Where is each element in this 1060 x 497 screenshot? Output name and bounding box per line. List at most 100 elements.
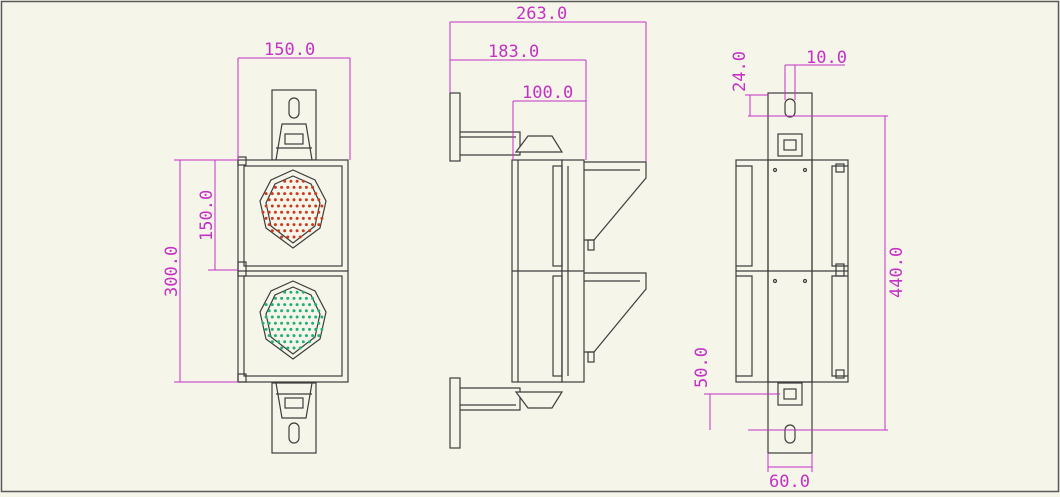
red-led-dot [270, 229, 274, 233]
red-led-dot [301, 204, 305, 208]
green-led-dot [295, 327, 299, 331]
red-led-dot [301, 192, 305, 196]
green-led-dot [286, 321, 290, 325]
red-led-dot [283, 192, 287, 196]
red-led-dot [277, 192, 280, 196]
green-led-dot [280, 309, 284, 313]
green-led-dot [298, 296, 302, 300]
green-led-dot [286, 334, 290, 338]
side-top-wall-plate [449, 92, 461, 162]
red-led-dot [270, 204, 274, 208]
green-led-dot [292, 321, 296, 325]
red-led-dot [273, 198, 277, 202]
red-led-dot [308, 192, 311, 196]
green-led-dot [270, 315, 274, 319]
red-led-dot [283, 229, 287, 233]
green-led-dot [298, 321, 302, 325]
red-led-dot [289, 179, 293, 183]
green-led-dot [301, 303, 305, 307]
red-led-dot [277, 204, 280, 208]
red-led-dot [277, 229, 280, 233]
top-visor [584, 161, 647, 241]
green-led-dot [295, 290, 299, 294]
green-led-dot [301, 290, 305, 294]
red-led-dot [301, 216, 305, 220]
green-led-dot [317, 309, 321, 313]
green-led-dot [283, 340, 287, 344]
rear-mounting-bar [767, 92, 813, 454]
red-led-dot [292, 235, 296, 239]
green-led-dot [320, 315, 324, 319]
red-led-dot [286, 235, 290, 239]
green-led-dot [283, 327, 287, 331]
green-led-dot [273, 321, 277, 325]
green-led-dot [311, 334, 315, 338]
red-led-dot [311, 185, 315, 189]
green-led-dot [292, 346, 296, 350]
red-led-dot [286, 198, 290, 202]
rear-dimensions [704, 64, 888, 472]
red-led-dot [311, 223, 315, 227]
red-led-dot [295, 204, 299, 208]
green-led-dot [286, 309, 290, 313]
green-led-dot [308, 327, 311, 331]
red-led-dot [267, 198, 271, 202]
red-led-dot [317, 223, 321, 227]
green-led-dot [270, 327, 274, 331]
side-body-depth-label: 183.0 [488, 42, 539, 62]
red-led-dot [270, 216, 274, 220]
red-led-dot [280, 235, 284, 239]
red-led-dot [320, 204, 324, 208]
red-led-dot [292, 210, 296, 214]
green-led-dot [289, 315, 293, 319]
red-led-dot [292, 198, 296, 202]
green-led-dot [301, 340, 305, 344]
red-led-dot [311, 198, 315, 202]
green-led-dot [317, 334, 321, 338]
red-led-dot [267, 223, 271, 227]
green-led-dot [267, 334, 271, 338]
red-led-dot [308, 216, 311, 220]
green-led-dot [298, 346, 302, 350]
red-led-dot [301, 179, 305, 183]
green-led-dot [273, 309, 277, 313]
green-led-dot [277, 340, 280, 344]
red-led-dot [289, 216, 293, 220]
red-led-dot [289, 229, 293, 233]
red-led-dot [261, 210, 265, 214]
red-led-dot [314, 192, 318, 196]
green-led-dot [317, 321, 321, 325]
red-led-dot [270, 192, 274, 196]
red-led-dot [283, 204, 287, 208]
green-led-dot [277, 327, 280, 331]
green-led-dot [308, 303, 311, 307]
green-led-dot [311, 321, 315, 325]
green-led-dot [286, 346, 290, 350]
red-led-dot [295, 229, 299, 233]
red-led-dot [277, 216, 280, 220]
side-total-depth-label: 263.0 [516, 4, 567, 24]
green-led-dot [286, 296, 290, 300]
green-led-dot [304, 334, 308, 338]
rear-mount-span-label: 440.0 [887, 247, 907, 298]
red-led-dot [298, 210, 302, 214]
red-led-dot [295, 192, 299, 196]
green-led-dot [289, 340, 293, 344]
green-led-dot [280, 321, 284, 325]
red-led-dot [273, 185, 277, 189]
red-led-dot [280, 198, 284, 202]
red-led-dot [311, 210, 315, 214]
rear-slot-width-label: 10.0 [806, 48, 847, 68]
rear-bracket-width-label: 60.0 [769, 472, 810, 492]
red-led-dot [292, 185, 296, 189]
green-led-dot [289, 303, 293, 307]
green-led-dot [295, 303, 299, 307]
red-led-dot [304, 185, 308, 189]
green-led-dot [267, 309, 271, 313]
red-led-dot [295, 216, 299, 220]
red-lens-outer [259, 169, 327, 249]
green-led-array [261, 290, 324, 350]
red-led-dot [304, 198, 308, 202]
red-led-dot [280, 223, 284, 227]
